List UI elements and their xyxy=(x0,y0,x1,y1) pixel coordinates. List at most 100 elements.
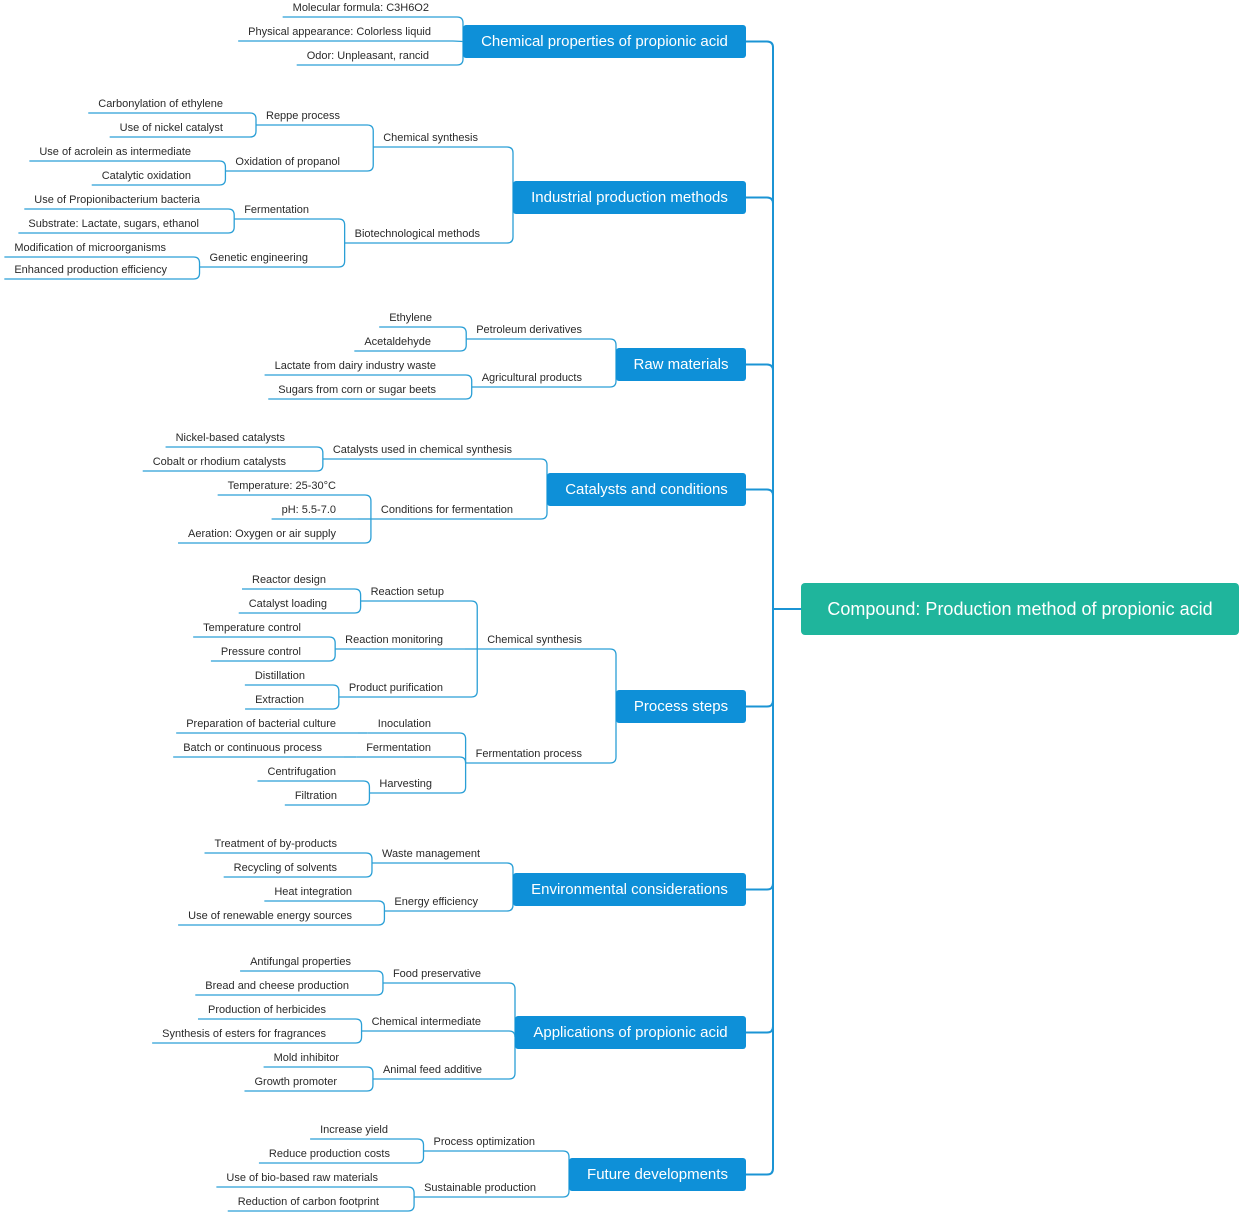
node-catalysts-used-in-chemical-synthesis[interactable]: Catalysts used in chemical synthesis xyxy=(332,444,512,456)
node-petroleum-derivatives[interactable]: Petroleum derivatives xyxy=(476,324,582,336)
node-catalysts-used-in-chemical-synthesis-nickel-based-catalysts[interactable]: Nickel-based catalysts xyxy=(175,432,285,444)
node-waste-management-recycling-of-solvents[interactable]: Recycling of solvents xyxy=(233,862,337,874)
node-chemical-synthesis-product-purification[interactable]: Product purification xyxy=(348,682,443,694)
node-animal-feed-additive-mold-inhibitor[interactable]: Mold inhibitor xyxy=(273,1052,339,1064)
node-animal-feed-additive-growth-promoter-connector xyxy=(359,1079,374,1092)
node-chemical-intermediate-synthesis-of-esters-for-fragrances[interactable]: Synthesis of esters for fragrances xyxy=(162,1028,326,1040)
node-biotechnological-methods-connector xyxy=(502,197,514,244)
node-animal-feed-additive[interactable]: Animal feed additive xyxy=(382,1064,482,1076)
node-animal-feed-additive-growth-promoter[interactable]: Growth promoter xyxy=(254,1076,337,1088)
node-petroleum-derivatives-acetaldehyde-connector xyxy=(453,339,467,352)
node-fermentation-process-inoculation[interactable]: Inoculation xyxy=(377,718,431,730)
node-food-preservative-connector xyxy=(503,982,516,1033)
node-agricultural-products[interactable]: Agricultural products xyxy=(481,372,582,384)
node-chemical-synthesis-product-purification-distillation[interactable]: Distillation xyxy=(254,670,305,682)
node-chemical-synthesis-oxidation-of-propanol-catalytic-oxidation[interactable]: Catalytic oxidation xyxy=(101,170,191,182)
node-biotechnological-methods-genetic-engineering-modification-of-microorganisms[interactable]: Modification of microorganisms xyxy=(14,242,166,254)
node-chemical-synthesis-reaction-setup-catalyst-loading-connector xyxy=(349,601,362,614)
node-chemical-synthesis-reaction-setup[interactable]: Reaction setup xyxy=(370,586,444,598)
node-chemical-synthesis-reppe-process-connector xyxy=(362,124,374,147)
node-chemical-intermediate-production-of-herbicides[interactable]: Production of herbicides xyxy=(207,1004,326,1016)
node-conditions-for-fermentation[interactable]: Conditions for fermentation xyxy=(380,504,513,516)
node-physical-appearance-colorless-liquid[interactable]: Physical appearance: Colorless liquid xyxy=(248,26,431,38)
node-chemical-synthesis-reaction-monitoring-temperature-control[interactable]: Temperature control xyxy=(203,622,301,634)
node-waste-management-connector xyxy=(502,862,514,890)
node-chemical-synthesis-reaction-monitoring-pressure-control[interactable]: Pressure control xyxy=(220,646,301,658)
node-energy-efficiency[interactable]: Energy efficiency xyxy=(394,896,478,908)
node-chemical-synthesis-reppe-process-use-of-nickel-catalyst[interactable]: Use of nickel catalyst xyxy=(119,122,223,134)
node-catalysts-used-in-chemical-synthesis-cobalt-or-rhodium-catalysts[interactable]: Cobalt or rhodium catalysts xyxy=(152,456,286,468)
branch-catalysts-and-conditions[interactable]: Catalysts and conditions xyxy=(547,473,746,506)
branch-connector-future-developments xyxy=(746,609,774,1176)
node-fermentation-process-fermentation-batch-or-continuous-process[interactable]: Batch or continuous process xyxy=(183,742,322,754)
node-food-preservative[interactable]: Food preservative xyxy=(392,968,481,980)
node-process-optimization-reduce-production-costs[interactable]: Reduce production costs xyxy=(268,1148,390,1160)
node-chemical-synthesis-connector xyxy=(604,648,617,707)
node-chemical-synthesis-reaction-setup-reactor-design[interactable]: Reactor design xyxy=(252,574,326,586)
node-process-optimization-increase-yield[interactable]: Increase yield xyxy=(320,1124,388,1136)
node-petroleum-derivatives-ethylene[interactable]: Ethylene xyxy=(389,312,432,324)
node-biotechnological-methods[interactable]: Biotechnological methods xyxy=(354,228,480,240)
node-fermentation-process[interactable]: Fermentation process xyxy=(475,748,582,760)
node-agricultural-products-lactate-from-dairy-industry-waste[interactable]: Lactate from dairy industry waste xyxy=(274,360,436,372)
node-petroleum-derivatives-acetaldehyde[interactable]: Acetaldehyde xyxy=(364,336,431,348)
branch-future-developments[interactable]: Future developments xyxy=(569,1158,746,1191)
node-chemical-intermediate[interactable]: Chemical intermediate xyxy=(371,1016,481,1028)
node-chemical-synthesis-reppe-process-carbonylation-of-ethylene[interactable]: Carbonylation of ethylene xyxy=(98,98,223,110)
root-node[interactable]: Compound: Production method of propionic… xyxy=(801,583,1239,635)
node-food-preservative-antifungal-properties[interactable]: Antifungal properties xyxy=(250,956,351,968)
node-fermentation-process-harvesting-centrifugation[interactable]: Centrifugation xyxy=(267,766,337,778)
node-chemical-synthesis[interactable]: Chemical synthesis xyxy=(383,132,478,144)
node-sustainable-production[interactable]: Sustainable production xyxy=(424,1182,536,1194)
node-fermentation-process-inoculation-preparation-of-bacterial-culture[interactable]: Preparation of bacterial culture xyxy=(186,718,336,730)
node-fermentation-process-harvesting[interactable]: Harvesting xyxy=(379,778,432,790)
branch-environmental-considerations[interactable]: Environmental considerations xyxy=(513,873,746,906)
node-food-preservative-bread-and-cheese-production[interactable]: Bread and cheese production xyxy=(205,980,349,992)
branch-industrial-production-methods[interactable]: Industrial production methods xyxy=(513,181,746,214)
node-chemical-synthesis[interactable]: Chemical synthesis xyxy=(487,634,582,646)
node-waste-management-treatment-of-by-products-connector xyxy=(359,852,373,863)
node-odor-unpleasant-rancid[interactable]: Odor: Unpleasant, rancid xyxy=(306,50,429,62)
node-process-optimization[interactable]: Process optimization xyxy=(433,1136,536,1148)
node-agricultural-products-sugars-from-corn-or-sugar-beets[interactable]: Sugars from corn or sugar beets xyxy=(278,384,436,396)
node-energy-efficiency-use-of-renewable-energy-sources[interactable]: Use of renewable energy sources xyxy=(188,910,352,922)
branch-raw-materials[interactable]: Raw materials xyxy=(616,348,746,381)
branch-process-steps[interactable]: Process steps xyxy=(616,690,746,723)
node-sustainable-production-reduction-of-carbon-footprint[interactable]: Reduction of carbon footprint xyxy=(237,1196,379,1208)
node-biotechnological-methods-fermentation-connector xyxy=(331,218,346,243)
node-chemical-synthesis-product-purification-extraction[interactable]: Extraction xyxy=(255,694,304,706)
node-biotechnological-methods-genetic-engineering-enhanced-production-efficiency-connector xyxy=(189,267,201,280)
node-chemical-synthesis-product-purification-extraction-connector xyxy=(326,697,340,710)
node-energy-efficiency-heat-integration-connector xyxy=(374,900,386,911)
node-waste-management-treatment-of-by-products[interactable]: Treatment of by-products xyxy=(214,838,337,850)
node-conditions-for-fermentation-temperature-25-30-c[interactable]: Temperature: 25-30°C xyxy=(227,480,336,492)
branch-applications-of-propionic-acid[interactable]: Applications of propionic acid xyxy=(515,1016,746,1049)
node-fermentation-process-fermentation[interactable]: Fermentation xyxy=(366,742,431,754)
node-catalysts-used-in-chemical-synthesis-cobalt-or-rhodium-catalysts-connector xyxy=(308,459,324,472)
node-chemical-synthesis-oxidation-of-propanol-catalytic-oxidation-connector xyxy=(213,171,227,186)
node-molecular-formula-c3h6o2[interactable]: Molecular formula: C3H6O2 xyxy=(292,2,429,14)
node-biotechnological-methods-fermentation-use-of-propionibacterium-bacteria[interactable]: Use of Propionibacterium bacteria xyxy=(34,194,200,206)
node-petroleum-derivatives-ethylene-connector xyxy=(454,326,467,339)
node-chemical-synthesis-oxidation-of-propanol[interactable]: Oxidation of propanol xyxy=(235,156,340,168)
node-chemical-synthesis-reaction-monitoring[interactable]: Reaction monitoring xyxy=(345,634,443,646)
node-fermentation-process-connector xyxy=(604,706,617,764)
node-fermentation-process-harvesting-filtration[interactable]: Filtration xyxy=(294,790,337,802)
node-waste-management[interactable]: Waste management xyxy=(381,848,480,860)
node-biotechnological-methods-genetic-engineering-enhanced-production-efficiency[interactable]: Enhanced production efficiency xyxy=(14,264,167,276)
node-conditions-for-fermentation-ph-5-5-7-0[interactable]: pH: 5.5-7.0 xyxy=(281,504,336,516)
node-chemical-synthesis-oxidation-of-propanol-use-of-acrolein-as-intermediate[interactable]: Use of acrolein as intermediate xyxy=(39,146,191,158)
node-biotechnological-methods-genetic-engineering[interactable]: Genetic engineering xyxy=(209,252,308,264)
node-conditions-for-fermentation-aeration-oxygen-or-air-supply[interactable]: Aeration: Oxygen or air supply xyxy=(188,528,336,540)
branch-connector-raw-materials xyxy=(746,363,774,609)
node-biotechnological-methods-fermentation-substrate-lactate-sugars-ethanol[interactable]: Substrate: Lactate, sugars, ethanol xyxy=(28,218,199,230)
node-fermentation-process-fermentation-connector xyxy=(453,756,467,764)
node-chemical-synthesis-reppe-process-carbonylation-of-ethylene-connector xyxy=(245,112,257,125)
node-energy-efficiency-heat-integration[interactable]: Heat integration xyxy=(274,886,352,898)
node-sustainable-production-use-of-bio-based-raw-materials[interactable]: Use of bio-based raw materials xyxy=(226,1172,378,1184)
node-chemical-synthesis-reaction-setup-catalyst-loading[interactable]: Catalyst loading xyxy=(248,598,327,610)
branch-chemical-properties-of-propionic-acid[interactable]: Chemical properties of propionic acid xyxy=(463,25,746,58)
node-chemical-synthesis-reppe-process[interactable]: Reppe process xyxy=(266,110,340,122)
node-fermentation-process-harvesting-filtration-connector xyxy=(359,793,371,806)
node-biotechnological-methods-fermentation[interactable]: Fermentation xyxy=(244,204,309,216)
